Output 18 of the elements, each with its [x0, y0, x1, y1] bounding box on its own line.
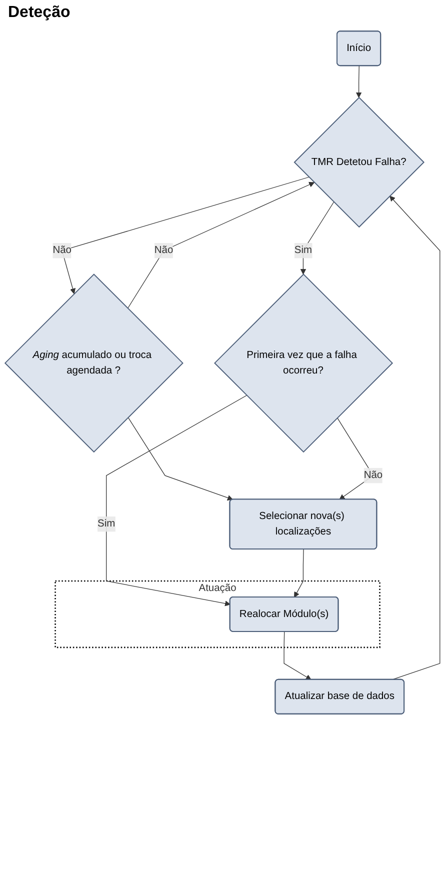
arrow: [128, 417, 233, 500]
arrow: [127, 182, 315, 309]
node-diamond: Aging acumulado ou troca agendada ?: [4, 274, 184, 453]
edge-label: Não: [52, 244, 72, 256]
node-diamond: Primeira vez que a falha ocorreu?: [214, 274, 394, 453]
edge-label: Não: [154, 244, 174, 256]
arrow: [356, 66, 362, 98]
arrow: [300, 202, 334, 275]
arrow: [390, 196, 440, 680]
edge-label: Sim: [294, 244, 312, 256]
arrow: [62, 176, 310, 294]
arrow: [284, 631, 312, 680]
node-diamond: TMR Detetou Falha?: [294, 96, 424, 228]
section-heading: Deteção: [8, 4, 72, 22]
arrow: [294, 549, 304, 598]
edge-label: Não: [364, 470, 383, 481]
edge-label: Sim: [98, 518, 116, 530]
arrow: [106, 395, 247, 606]
